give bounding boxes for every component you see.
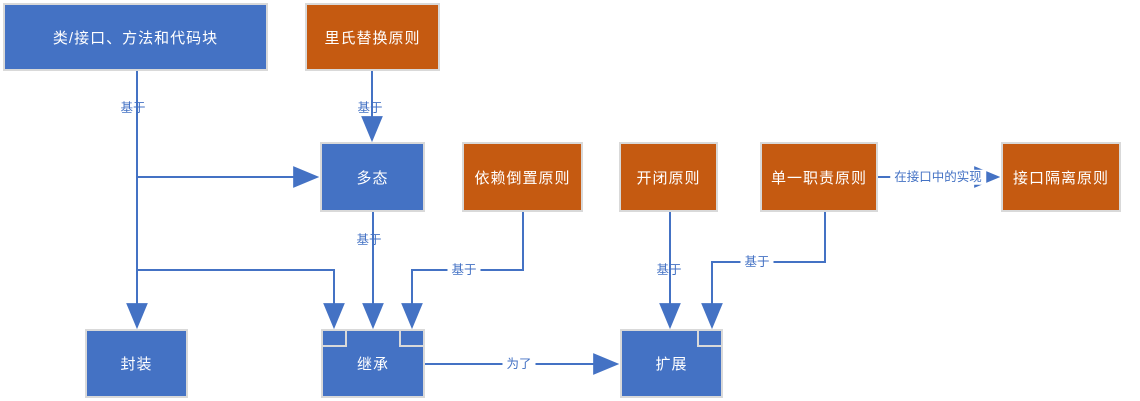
edge-label-polymorphism-based-on: 基于 <box>356 232 382 247</box>
edge-class-to-polymorphism <box>136 71 320 188</box>
inheritance-top-right-notch <box>399 329 425 347</box>
inheritance-top-left-notch <box>321 329 347 347</box>
extension-top-right-notch <box>697 329 723 347</box>
node-class-interface-block[interactable]: 类/接口、方法和代码块 <box>3 3 268 71</box>
edge-srp-to-extension <box>701 212 826 330</box>
node-single-responsibility-principle[interactable]: 单一职责原则 <box>760 142 878 212</box>
node-interface-segregation-principle[interactable]: 接口隔离原则 <box>1001 142 1121 212</box>
node-open-closed-principle[interactable]: 开闭原则 <box>619 142 718 212</box>
edge-label-class-based-on: 基于 <box>120 100 146 115</box>
node-dependency-inversion-principle[interactable]: 依赖倒置原则 <box>462 142 583 212</box>
edge-label-srp-based-on: 基于 <box>740 254 774 270</box>
edge-label-in-order-to: 为了 <box>502 356 536 372</box>
node-encapsulation[interactable]: 封装 <box>85 329 188 398</box>
edge-label-dip-based-on: 基于 <box>447 262 481 278</box>
edge-class-to-inheritance <box>137 269 345 330</box>
edge-label-lsp-based-on: 基于 <box>357 100 383 115</box>
node-liskov-substitution-principle[interactable]: 里氏替换原则 <box>305 3 440 71</box>
node-polymorphism[interactable]: 多态 <box>320 142 425 212</box>
edge-label-ocp-based-on: 基于 <box>656 262 682 277</box>
edge-label-implementation-in-interface: 在接口中的实现 <box>890 169 986 185</box>
